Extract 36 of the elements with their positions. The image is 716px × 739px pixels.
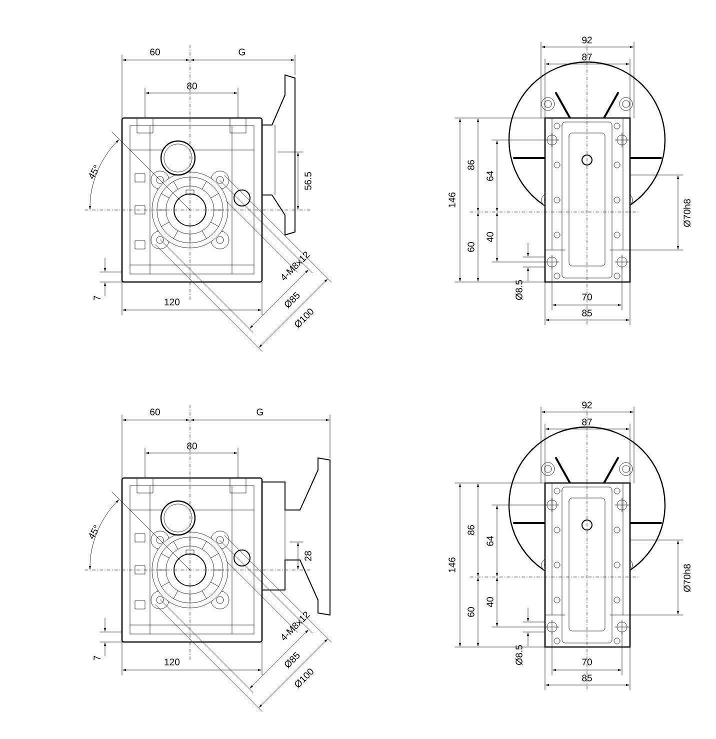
dimension-label: 60 <box>150 408 160 416</box>
dimension-label: 86 <box>468 160 474 170</box>
dimension-label: 40 <box>486 232 494 242</box>
dimension-label: 64 <box>486 536 494 546</box>
dimension-label: G <box>256 408 263 416</box>
dimension-label: 70 <box>582 658 592 666</box>
dimension-label: 87 <box>582 54 592 60</box>
dimension-label: G <box>238 48 245 56</box>
dimension-label: 120 <box>164 658 180 666</box>
dimension-label: 60 <box>468 242 474 252</box>
dimension-label: 45° <box>89 525 98 539</box>
dimension-label: 7 <box>94 656 100 660</box>
dimension-label: 85 <box>582 674 592 682</box>
dimension-label: 40 <box>486 597 494 608</box>
dimension-label: 92 <box>582 402 592 408</box>
dimension-label: 92 <box>582 36 592 44</box>
dimension-label: Ø70h8 <box>683 199 691 227</box>
dimension-label: 80 <box>187 442 197 450</box>
dimension-label: 28 <box>304 551 312 561</box>
dimension-label: Ø70h8 <box>683 564 691 592</box>
dimension-label: 64 <box>486 171 494 181</box>
dimension-label: Ø8.5 <box>515 280 523 300</box>
dimension-label: 80 <box>187 82 197 90</box>
dimension-label: 146 <box>448 192 456 208</box>
dimension-label: 7 <box>94 296 100 300</box>
dimension-label: 60 <box>150 48 160 56</box>
dimension-label: 70 <box>582 294 592 300</box>
dimension-label: 87 <box>582 418 592 426</box>
dimension-label: 45° <box>89 165 98 179</box>
dimension-label: 120 <box>164 298 180 306</box>
dimension-label: 86 <box>468 525 474 535</box>
dimension-label: 146 <box>448 558 456 572</box>
dimension-label: Ø8.5 <box>515 645 523 665</box>
dimension-label: 56.5 <box>304 172 312 190</box>
dimension-label: 60 <box>468 607 474 617</box>
dimension-label: 85 <box>582 310 592 316</box>
